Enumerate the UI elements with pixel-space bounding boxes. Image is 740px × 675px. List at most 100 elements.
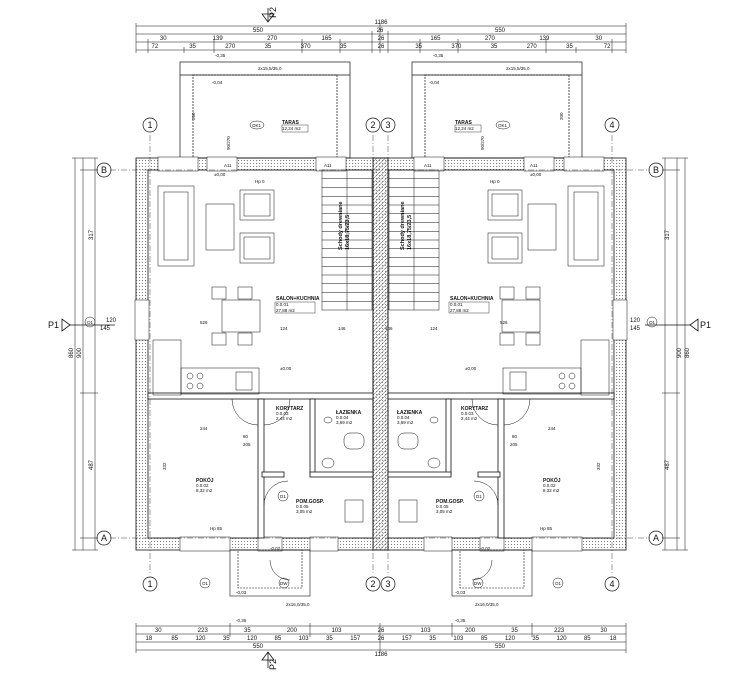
dim-top-row2-1: 139 [213,36,224,42]
dim-half-right-top: 550 [495,28,506,34]
svg-text:SALON+KUCHNIA: SALON+KUCHNIA [276,296,320,302]
svg-text:O1: O1 [555,581,562,586]
terrace-left-lvl: -0,35 [215,53,226,58]
tag-a11-r1: A11 [424,163,432,168]
dim-526-right: 526 [500,320,508,325]
svg-text:O1: O1 [87,320,94,325]
dim-bottom-row2-10: 157 [402,636,413,642]
furniture-right [397,185,610,523]
svg-text:0.0.05: 0.0.05 [296,504,309,509]
dim-bottom-row1-3: 200 [287,628,298,634]
door-swings [231,398,531,581]
entrance-right-step: 2x16,0/35,0 [475,602,499,607]
stairs-right [388,169,440,311]
dim-bottom-row2-3: 35 [223,636,230,642]
dim-bottom-row2-8: 157 [350,636,361,642]
dim-mid-right: 120 [630,318,641,324]
dim-80-right: 80 [512,434,518,439]
axis-bubble-3-top: 3 [380,117,396,133]
dim-half-left-bottom: 550 [253,644,264,650]
dim-bottom-row2-12: 103 [453,636,464,642]
level-m002-left: -0,02 [270,546,281,551]
dim-bottom-row1-10: 30 [600,628,607,634]
tag-o1-left: O1 [199,577,211,589]
dim-top-row3-11: 35 [566,44,573,50]
room-label-salon-left: SALON+KUCHNIA 0.0.01 27,88 m2 [274,296,320,314]
section-mark-p2-top: P2 [261,7,278,23]
svg-text:0.0.04: 0.0.04 [336,415,349,420]
svg-text:4: 4 [609,120,614,130]
svg-text:2: 2 [370,579,375,589]
svg-text:0.0.02: 0.0.02 [196,483,209,488]
svg-text:3,69 m2: 3,69 m2 [336,420,353,425]
room-label-pokoj-left: POKÓJ 0.0.02 8,32 m2 [196,476,214,493]
dim-bottom-row2-11: 35 [429,636,436,642]
svg-text:0.0.05: 0.0.05 [436,504,449,509]
dim-bottom-row2-0: 18 [146,636,153,642]
room-label-lazienka-left: ŁAZIENKA 0.0.04 3,69 m2 [336,410,362,425]
svg-text:POKÓJ: POKÓJ [196,476,214,484]
svg-text:3: 3 [385,120,390,130]
dim-bottom-row2-1: 85 [171,636,178,642]
svg-text:POKÓJ: POKÓJ [543,476,561,484]
dim-top-row3-1: 35 [189,44,196,50]
interior-walls [147,392,615,539]
axis-bubble-2-top: 2 [365,117,381,133]
tag-dw-left: DW [278,577,290,589]
room-label-pomgosp-right: POM.GOSP. 0.0.05 3,05 m2 [436,499,465,514]
svg-text:2,44 m2: 2,44 m2 [461,416,478,421]
dim-side-total-left: 860 [69,347,75,358]
section-mark-p1-right: P1 [645,318,711,332]
axis-bubble-b-left: B [96,162,112,178]
axis-bubble-a-left: A [96,530,112,546]
svg-text:DW: DW [280,581,288,586]
dim-top-row3-12: 72 [604,44,611,50]
section-label-p2-bottom: P2 [268,659,278,670]
level-m035-left: -0,35 [236,618,247,623]
dim-bottom-row2-18: 18 [610,636,617,642]
section-label-p1-left: P1 [48,320,59,330]
terrace-left-area: 12,24 m2 [282,126,301,131]
dim-bottom-row2-6: 103 [299,636,310,642]
svg-text:2,44 m2: 2,44 m2 [276,416,293,421]
terrace-right-area: 12,24 m2 [455,126,474,131]
svg-text:POM.GOSP.: POM.GOSP. [296,499,325,505]
entrance-left [229,549,311,597]
level-hp0-right: Hp 0 [490,179,500,184]
dim-244-left: 244 [200,426,208,431]
dim-side-lower-right: 487 [665,459,671,470]
section-label-p2-top: P2 [268,7,278,18]
dim-side-inner-right: 900 [677,347,683,358]
room-label-pomgosp-left: POM.GOSP. 0.0.05 3,05 m2 [296,499,325,514]
axis-bubble-2-bottom: 2 [365,576,381,592]
dim-bottom-row1-8: 35 [511,628,518,634]
dim-overall-top: 1186 [375,20,389,26]
axis-bubble-4-top: 4 [604,117,620,133]
axis-bubble-1-top: 1 [142,117,158,133]
terrace-left-lvl2: -0,04 [212,80,223,85]
svg-text:OK1: OK1 [252,123,262,128]
level-m002-right: -0,02 [480,546,491,551]
dim-bottom-row2-4: 120 [247,636,258,642]
axis-bubble-4-bottom: 4 [604,576,620,592]
dim-side-inner-left: 900 [77,347,83,358]
level-zero-top-left: ±0,00 [214,172,226,177]
terrace-right-step: 2x15,5/35,0 [506,66,530,71]
terrace-left [179,61,351,159]
dim-top-row3-5: 35 [340,44,347,50]
svg-text:KORYTARZ: KORYTARZ [276,406,303,412]
dim-205-left: 205 [243,442,251,447]
svg-text:0.0.01: 0.0.01 [276,302,289,307]
terrace-left-label: TARAS [282,120,300,126]
tag-ok1-left: OK1 [249,120,265,130]
section-label-p1-right: P1 [700,320,711,330]
dim-top-row2-2: 270 [267,36,278,42]
dim-80-left: 80 [243,434,249,439]
dim-bottom-row1-1: 223 [198,628,209,634]
tag-ok1-right: OK1 [495,120,511,130]
svg-text:1: 1 [147,120,152,130]
svg-text:3,05 m2: 3,05 m2 [296,509,313,514]
level-zero-left: ±0,00 [280,366,292,371]
dim-top-row3-2: 270 [225,44,236,50]
svg-text:B: B [101,165,107,175]
